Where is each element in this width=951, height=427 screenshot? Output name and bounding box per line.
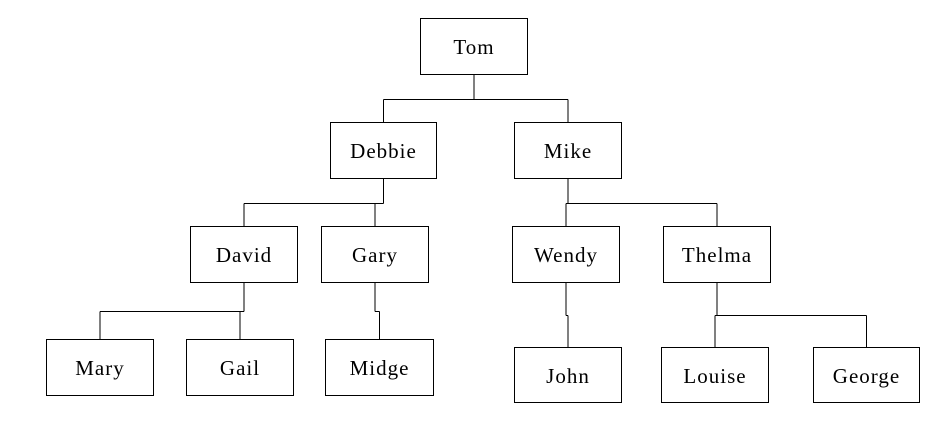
node-label: Mary [75, 356, 125, 380]
node-box [321, 226, 429, 283]
node-george: George [813, 347, 920, 403]
node-label: Louise [683, 364, 746, 388]
node-label: Midge [350, 356, 410, 380]
node-gail: Gail [186, 339, 294, 396]
node-box [325, 339, 434, 396]
node-label: John [546, 364, 590, 388]
node-mike: Mike [514, 122, 622, 179]
node-label: Wendy [534, 243, 598, 267]
node-david: David [190, 226, 298, 283]
node-box [420, 18, 528, 75]
node-box [190, 226, 298, 283]
node-john: John [514, 347, 622, 403]
node-label: Debbie [350, 139, 417, 163]
node-box [514, 122, 622, 179]
node-label: Gary [352, 243, 398, 267]
node-box [330, 122, 437, 179]
node-wendy: Wendy [512, 226, 620, 283]
node-box [514, 347, 622, 403]
node-box [186, 339, 294, 396]
node-box [813, 347, 920, 403]
node-box [663, 226, 771, 283]
node-box [512, 226, 620, 283]
node-label: George [833, 364, 900, 388]
node-box [661, 347, 769, 403]
node-mary: Mary [46, 339, 154, 396]
node-label: Tom [453, 35, 494, 59]
node-louise: Louise [661, 347, 769, 403]
node-gary: Gary [321, 226, 429, 283]
node-debbie: Debbie [330, 122, 437, 179]
tree-connectors [99, 74, 867, 348]
node-label: Thelma [682, 243, 752, 267]
node-box [46, 339, 154, 396]
node-tom: Tom [420, 18, 528, 75]
node-label: Gail [220, 356, 260, 380]
node-thelma: Thelma [663, 226, 771, 283]
node-label: Mike [544, 139, 592, 163]
node-label: David [216, 243, 272, 267]
node-midge: Midge [325, 339, 434, 396]
